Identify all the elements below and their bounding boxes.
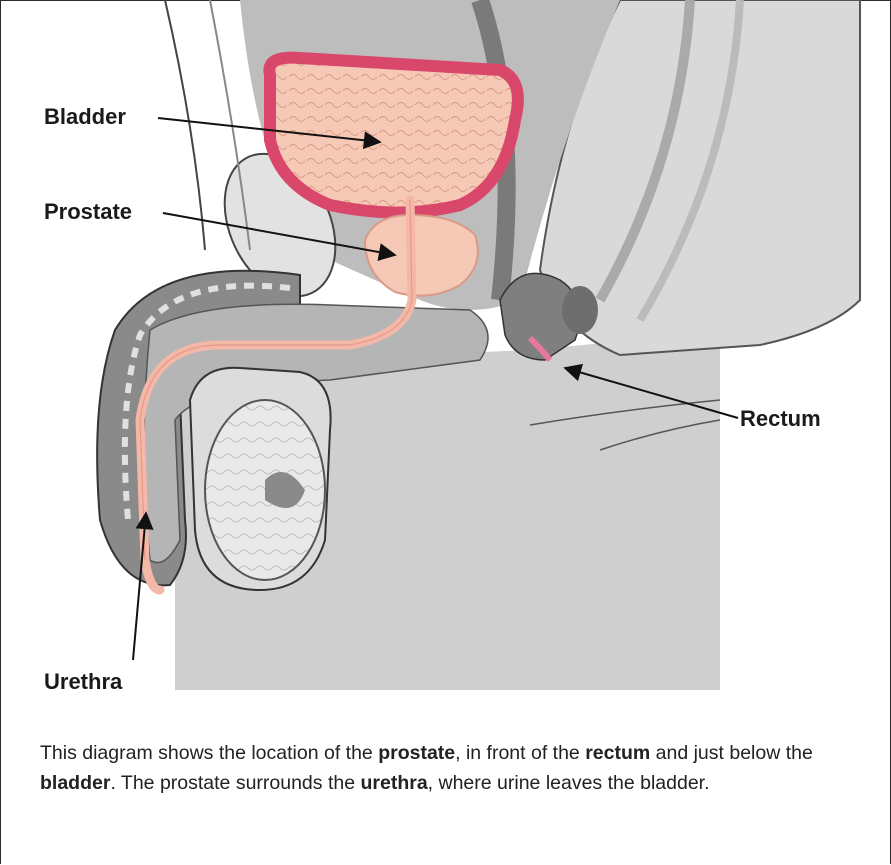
prostate-label: Prostate: [44, 201, 132, 223]
prostate: [365, 215, 478, 296]
anatomy-illustration: [0, 0, 891, 730]
urethra-label: Urethra: [44, 671, 122, 693]
rectum-label: Rectum: [740, 408, 821, 430]
bladder-label: Bladder: [44, 106, 126, 128]
figure-caption: This diagram shows the location of the p…: [40, 738, 860, 798]
